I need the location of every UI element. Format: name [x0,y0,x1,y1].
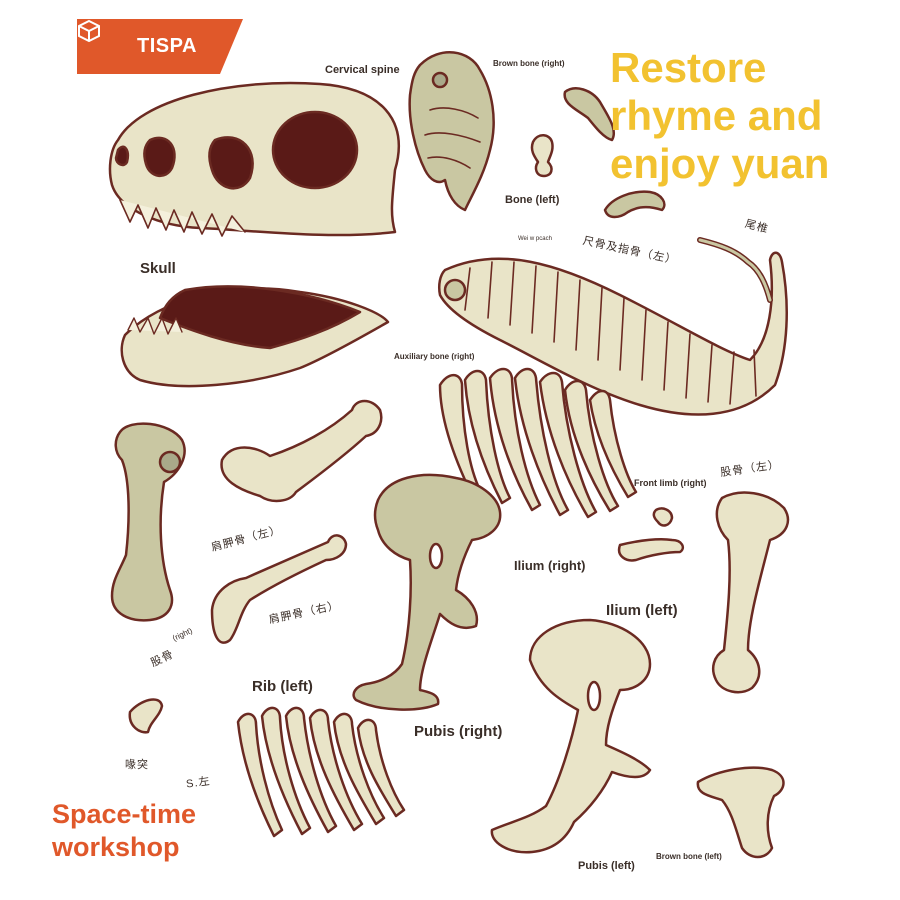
cube-icon [78,19,100,43]
headline-line-2: rhyme and [610,92,823,139]
label-cervical-spine: Cervical spine [325,64,400,76]
brown-bone-right [563,87,616,142]
label-bone-left: Bone (left) [505,194,560,206]
forelimb-right [617,537,684,562]
tail-vertebrae [437,251,788,416]
footer-brand: Space-time workshop [52,798,196,864]
label-ilium-right: Ilium (right) [514,558,586,573]
ribs-right [438,367,638,519]
headline-line-3: enjoy yuan [610,140,830,187]
brown-bone-left [696,766,785,859]
small-bone-left [530,134,554,178]
tiny-bone-coracoid [128,698,164,734]
claw-right [603,190,666,219]
ribs-left [236,706,406,838]
label-front-limb-right: Front limb (right) [634,478,707,488]
brand-logo-text: TISPA [137,35,197,57]
brand-logo: TISPA [77,19,243,74]
humerus-left [110,422,186,622]
label-skull: Skull [140,260,176,277]
label-rib-left: Rib (left) [252,678,313,695]
headline-line-1: Restore [610,44,767,91]
label-tiny-note: Wei w pcach [518,236,552,242]
footer-line-1: Space-time [52,799,197,829]
scapula-left-upper [220,399,383,503]
label-ilium-left: Ilium (left) [606,602,678,619]
label-brown-bone-right: Brown bone (right) [493,59,565,68]
label-auxiliary-bone-right: Auxiliary bone (right) [394,352,475,361]
footer-line-2: workshop [52,832,180,862]
femur-left [712,491,790,694]
scapula-left-lower [210,534,348,644]
label-pubis-left: Pubis (left) [578,860,635,872]
label-claw-cn: 喙突 [125,759,149,771]
label-brown-bone-left: Brown bone (left) [656,852,722,861]
ilium-right [352,473,502,711]
pubis-left [490,618,652,854]
label-small-cn: S.左 [185,775,212,791]
label-pubis-right: Pubis (right) [414,723,503,740]
cervical-spine [408,51,495,212]
headline: Restore rhyme and enjoy yuan [610,44,900,188]
